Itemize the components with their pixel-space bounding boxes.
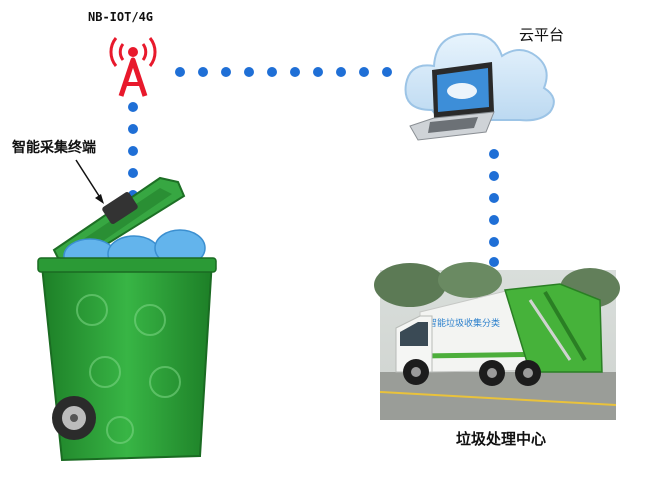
connector-antenna-cloud — [175, 67, 392, 77]
connector-cloud-center — [489, 149, 499, 267]
garbage-bin-icon — [37, 176, 217, 462]
terminal-label: 智能采集终端 — [12, 140, 96, 156]
truck-text: 智能垃圾收集分类 — [428, 317, 500, 329]
laptop-icon — [409, 62, 495, 141]
terminal-arrow-head — [95, 194, 104, 204]
cloud-platform-label: 云平台 — [519, 26, 565, 44]
terminal-arrow — [75, 159, 102, 200]
network-label: NB-IOT/4G — [88, 10, 154, 24]
garbage-truck-photo: 智能垃圾收集分类 — [374, 262, 620, 420]
collection-terminal-device — [102, 192, 138, 224]
connector-antenna-bin — [128, 102, 138, 200]
antenna-icon — [109, 37, 157, 97]
processing-center-label: 垃圾处理中心 — [456, 430, 547, 448]
